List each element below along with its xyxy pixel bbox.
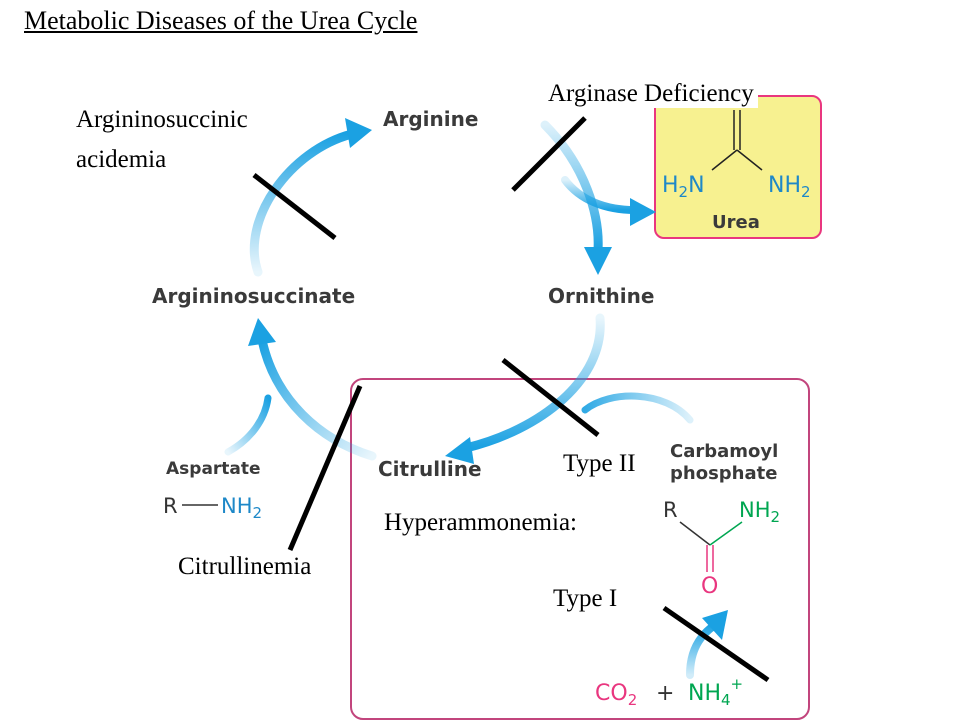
block-line-type1 (662, 605, 770, 683)
metabolite-carbamoyl-line1: Carbamoyl (670, 441, 778, 462)
svg-text:CO2: CO2 (595, 681, 637, 709)
label-hyperammonemia: Hyperammonemia: (384, 509, 577, 536)
metabolite-argininosuccinate: Argininosuccinate (152, 284, 355, 308)
svg-text:+: + (656, 681, 674, 706)
arrowhead-argininosuccinate (248, 318, 276, 346)
svg-text:NH2: NH2 (739, 498, 780, 526)
carbamoyl-structure: R NH2 O (663, 498, 780, 599)
arrow-carbamoyl-in (581, 392, 694, 424)
arrowhead-carbamoyl (702, 610, 728, 640)
svg-text:H2N: H2N (662, 173, 705, 201)
urea-box (654, 95, 822, 239)
block-line-type2 (501, 358, 600, 437)
metabolite-urea: Urea (712, 212, 760, 233)
arrowhead-ornithine (584, 247, 612, 275)
svg-text:NH2: NH2 (768, 173, 811, 201)
block-line-argininosuccinic-acidemia (252, 173, 337, 240)
substrates-co2-nh4: CO2 + NH4+ (595, 675, 743, 709)
svg-text:R: R (163, 494, 178, 518)
arrow-arginine-to-ornithine (540, 120, 603, 255)
metabolite-ornithine: Ornithine (548, 284, 654, 308)
disease-arginase-deficiency: Arginase Deficiency (544, 80, 758, 108)
urea-structure: H2N NH2 (662, 173, 811, 201)
label-type2: Type II (563, 450, 636, 477)
arrow-citrulline-to-argininosuccinate (257, 335, 377, 461)
metabolite-citrulline: Citrulline (378, 457, 482, 481)
metabolite-carbamoyl-line2: phosphate (670, 463, 777, 484)
arrowhead-urea (630, 198, 656, 226)
disease-argininosuccinic-acidemia: Argininosuccinic acidemia (76, 106, 248, 173)
arrowhead-arginine (345, 118, 372, 148)
block-line-arginase-deficiency (511, 116, 587, 192)
svg-text:NH2: NH2 (221, 494, 262, 522)
svg-text:NH4+: NH4+ (688, 675, 743, 709)
mitochondria-box (350, 378, 810, 720)
arrow-to-urea (561, 176, 639, 214)
disease-citrullinemia: Citrullinemia (178, 553, 312, 580)
svg-text:R: R (663, 498, 678, 522)
svg-text:O: O (701, 574, 718, 599)
arrow-ornithine-to-citrulline (461, 313, 605, 453)
aspartate-structure: R NH2 (163, 494, 262, 522)
arrowhead-citrulline (445, 437, 474, 464)
slide-title: Metabolic Diseases of the Urea Cycle (24, 6, 418, 35)
arrow-aspartate-in (224, 394, 272, 456)
block-line-citrullinemia (287, 385, 363, 551)
label-type1: Type I (553, 585, 618, 612)
metabolite-arginine: Arginine (383, 107, 478, 131)
metabolite-aspartate: Aspartate (166, 459, 261, 479)
